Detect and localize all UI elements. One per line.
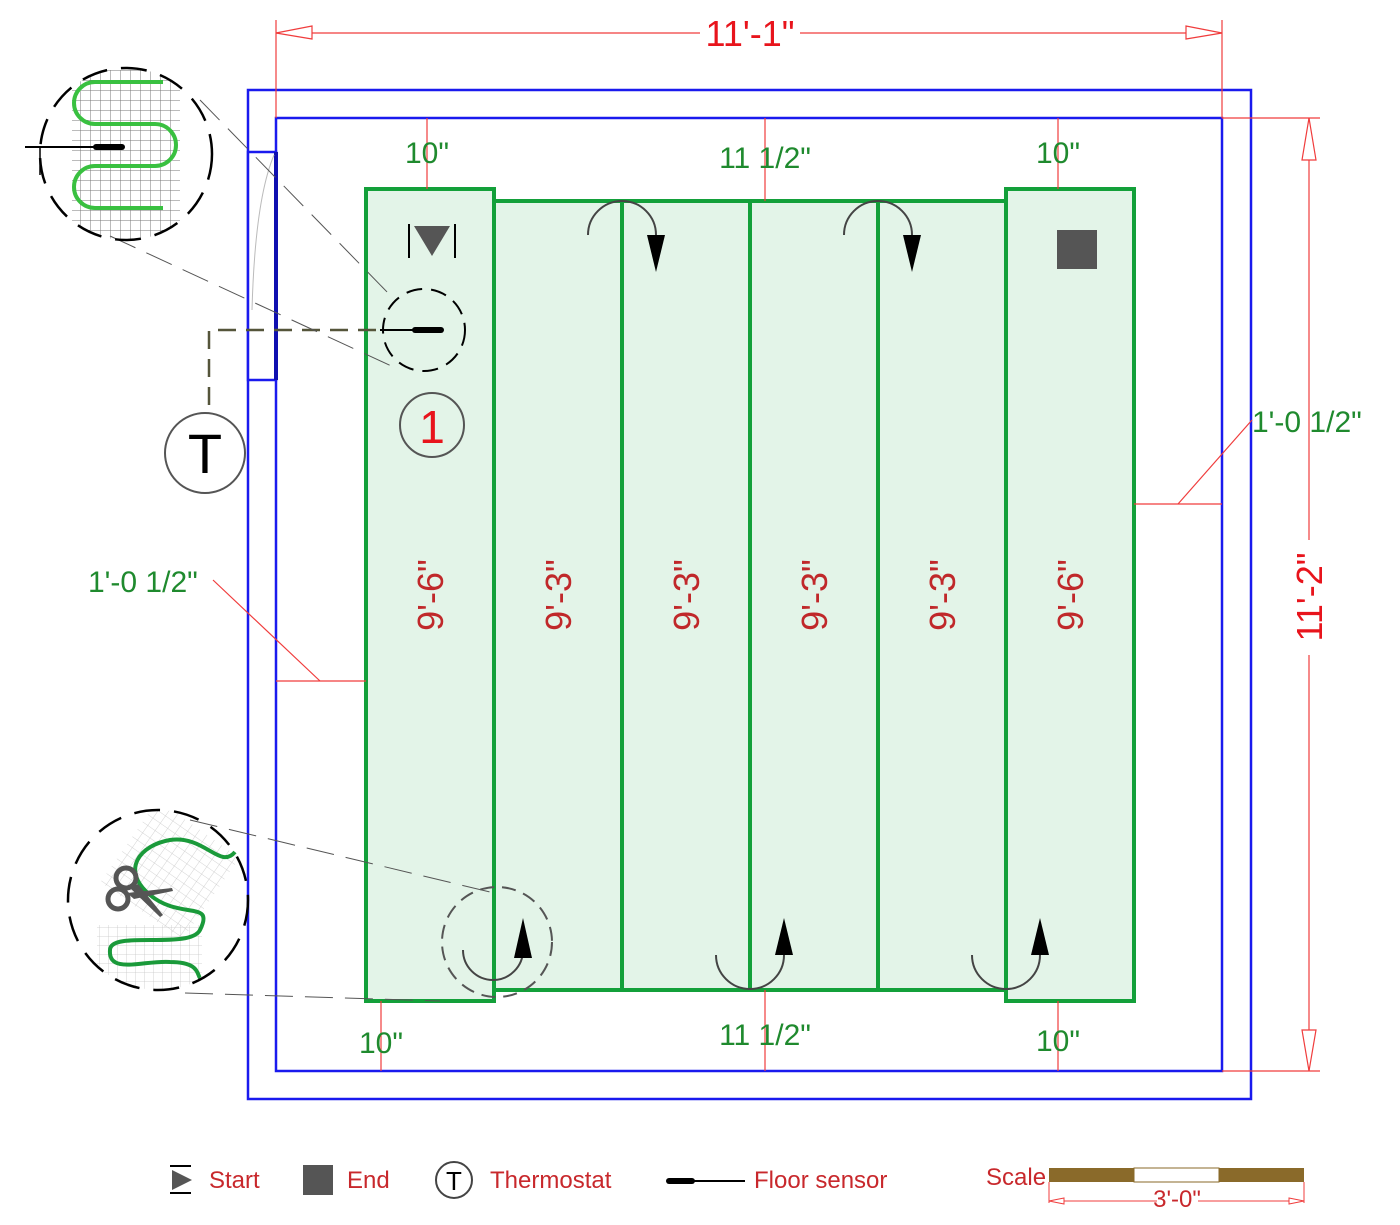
strip-length-label: 9'-3" [922, 559, 963, 631]
strip-length-label: 9'-6" [410, 559, 451, 631]
offset-top-center-label: 11 1/2" [719, 142, 811, 175]
zone-number: 1 [419, 401, 445, 453]
scale-label: Scale [986, 1164, 1046, 1191]
legend-item-end: End [303, 1165, 390, 1195]
legend-item-start: Start [170, 1165, 260, 1194]
legend-label: Thermostat [490, 1167, 612, 1194]
cut-detail-callout [66, 808, 250, 992]
turn-arrow-icon [971, 954, 1041, 990]
start-icon [414, 226, 450, 256]
legend-label: End [347, 1167, 390, 1194]
turn-arrow-icon [715, 954, 785, 990]
strip-length-label: 9'-3" [794, 559, 835, 631]
heating-mat [364, 187, 1136, 1003]
legend: Start End T Thermostat Floor sensor Scal… [170, 1161, 1305, 1213]
strip-length-label: 9'-3" [538, 559, 579, 631]
thermostat: T [164, 412, 246, 494]
detail-leaders [109, 99, 491, 1002]
floor-sensor [380, 288, 466, 372]
outer-wall [246, 88, 1253, 1101]
end-icon [303, 1165, 333, 1195]
overall-height-label: 11'-2" [1289, 552, 1330, 641]
scale-value: 3'-0" [1153, 1186, 1201, 1213]
scale-bar: Scale 3'-0" [986, 1164, 1305, 1213]
cut-detail-marker [441, 886, 553, 998]
overall-width-label: 11'-1" [705, 13, 794, 54]
offset-bottom-right-label: 10" [1036, 1025, 1080, 1058]
start-symbol [408, 224, 456, 258]
sensor-detail-callout [25, 66, 214, 242]
mat-strip-6 [1004, 187, 1136, 1003]
thermostat-icon: T [188, 422, 222, 485]
turn-arrow-icon [462, 949, 524, 981]
offset-top-right-label: 10" [1036, 137, 1080, 170]
thermostat-icon: T [446, 1166, 462, 1196]
offset-bottom-center-label: 11 1/2" [719, 1019, 811, 1052]
turn-arrow-icon [843, 200, 913, 236]
start-icon [172, 1170, 192, 1190]
offset-bottom-left-label: 10" [359, 1027, 403, 1060]
strip-labels: 9'-6" 9'-3" 9'-3" 9'-3" 9'-3" 9'-6" [410, 559, 1091, 631]
mat-strip-3 [620, 199, 752, 992]
legend-label: Start [209, 1167, 260, 1194]
turn-arrows [441, 200, 1049, 998]
strip-length-label: 9'-6" [1050, 559, 1091, 631]
end-icon [1057, 230, 1097, 269]
sensor-wire [207, 328, 380, 405]
turn-arrow-icon [587, 200, 657, 236]
legend-item-thermostat: T Thermostat [435, 1161, 612, 1199]
inner-wall [274, 116, 1224, 1073]
dimensions [212, 20, 1320, 1072]
room-walls [246, 88, 1253, 1101]
strip-length-label: 9'-3" [666, 559, 707, 631]
offset-left-side-label: 1'-0 1/2" [88, 566, 198, 599]
mat-strip-4 [748, 199, 880, 992]
mat-strip-5 [876, 199, 1008, 992]
offset-right-side-label: 1'-0 1/2" [1252, 406, 1362, 439]
scissors-icon [105, 865, 173, 917]
offset-top-left-label: 10" [405, 137, 449, 170]
legend-label: Floor sensor [754, 1167, 887, 1194]
zone-marker: 1 [399, 392, 465, 458]
legend-item-floor-sensor: Floor sensor [666, 1167, 887, 1194]
mat-strip-2 [492, 199, 624, 992]
door-swing-arc [251, 154, 275, 311]
door-frame [246, 150, 278, 382]
